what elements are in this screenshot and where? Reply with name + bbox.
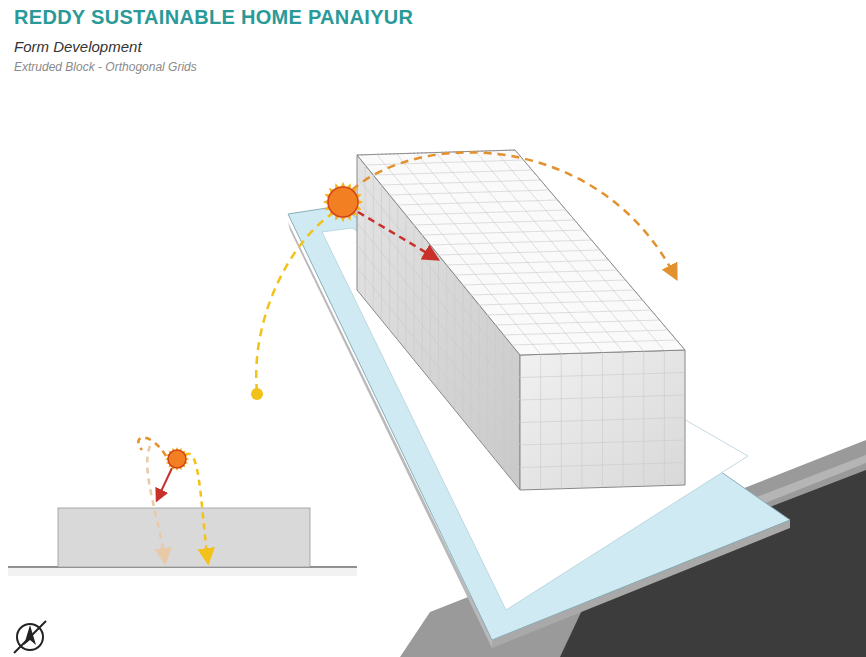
elevation-sun-path (185, 454, 208, 562)
sunset-path (352, 152, 676, 278)
grid-line (357, 245, 520, 445)
sun-rays (323, 182, 364, 223)
block-end-face (520, 350, 685, 490)
grid-line (357, 200, 520, 400)
sun-rays (165, 447, 189, 471)
block-top-face (357, 150, 685, 355)
ground (8, 568, 357, 576)
elevation-block (58, 508, 310, 567)
grid-line (357, 268, 520, 468)
sun-disc (168, 450, 186, 468)
north-slash (14, 621, 46, 653)
title: REDDY SUSTAINABLE HOME PANAIYUR (14, 6, 413, 29)
orthogonal-grid (357, 151, 685, 490)
elevation-sun-path (138, 438, 166, 456)
subtitle: Form Development (14, 38, 142, 55)
sub-subtitle: Extruded Block - Orthogonal Grids (14, 60, 197, 74)
hidden-edge (357, 150, 685, 350)
sun-symbol (323, 182, 364, 223)
grid-line (357, 223, 520, 423)
grid-line (456, 152, 623, 352)
grid-line (416, 153, 582, 353)
sun-disc (328, 187, 358, 217)
grid-line (436, 153, 603, 353)
sun-symbol (165, 447, 189, 471)
grid-line (520, 373, 685, 378)
sun-ray (358, 212, 437, 259)
grid-line (520, 463, 685, 468)
grid-line (476, 151, 644, 351)
grid-line (520, 395, 685, 400)
grid-line (520, 418, 685, 423)
elevation-sun-path (147, 446, 165, 562)
grid-line (357, 178, 520, 378)
sunrise-path (256, 212, 335, 392)
elevation-sun-ray (157, 468, 172, 500)
grid-line (520, 440, 685, 445)
sun-start-dot (251, 388, 263, 400)
